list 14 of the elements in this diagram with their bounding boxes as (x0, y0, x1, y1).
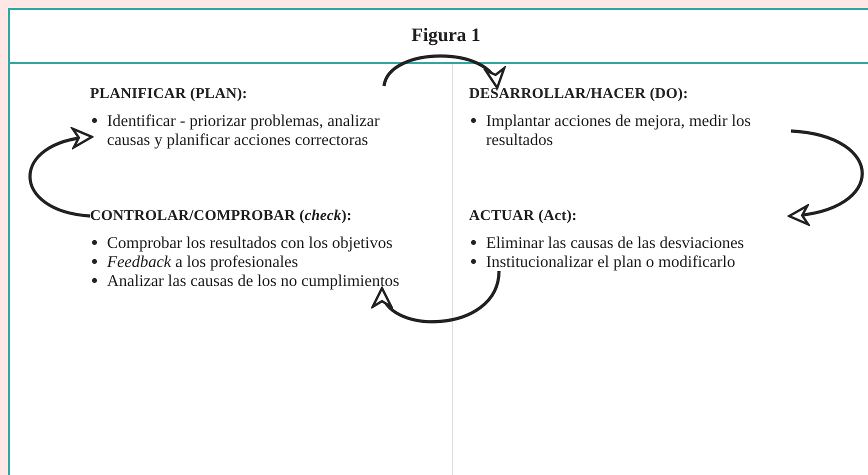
bullet-item: Implantar acciones de mejora, medir los resultados (486, 111, 752, 149)
bullet-item: Analizar las causas de los no cumplimientos (107, 271, 400, 290)
section-heading: ACTUAR (Act): (469, 208, 578, 225)
bullet-item: Institucionalizar el plan o modificarlo (486, 252, 736, 271)
bullet-item: Identificar - priorizar problemas, analizar causas y planificar acciones correctoras (107, 111, 381, 149)
section-heading: PLANIFICAR (PLAN): (90, 86, 248, 103)
section-heading: DESARROLLAR/HACER (DO): (469, 86, 690, 103)
section-heading: CONTROLAR/COMPROBAR (check): (90, 208, 353, 225)
bullet-item: Comprobar los resultados con los objetivos (107, 233, 393, 252)
cycle-arrow (788, 129, 864, 224)
bullet-item: Feedback a los profesionales (107, 252, 298, 271)
cycle-arrow (28, 128, 94, 218)
figure-title: Figura 1 (411, 25, 481, 47)
bullet-item: Eliminar las causas de las desviaciones (486, 233, 744, 252)
